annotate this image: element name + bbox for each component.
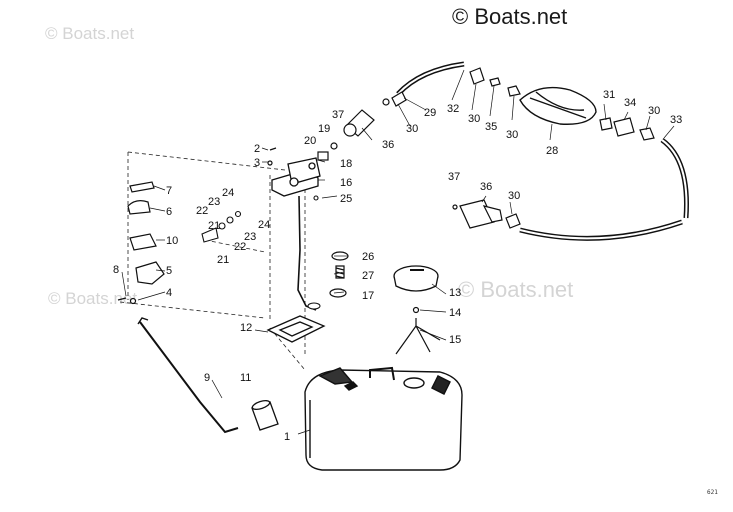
callout-32: 32 bbox=[447, 103, 459, 115]
filter-cylinder bbox=[251, 400, 279, 431]
callout-8: 8 bbox=[113, 264, 119, 276]
hose-fittings bbox=[343, 67, 655, 141]
vent-chain bbox=[395, 306, 441, 355]
callout-11: 11 bbox=[240, 372, 251, 384]
callout-2: 2 bbox=[254, 143, 260, 155]
primer-bulb bbox=[519, 86, 597, 125]
callout-labels: 1 2 3 4 5 6 7 8 9 10 11 12 13 14 15 16 1… bbox=[113, 89, 682, 443]
callout-19: 19 bbox=[318, 123, 330, 135]
callout-36a: 36 bbox=[382, 139, 394, 151]
callout-30c: 30 bbox=[506, 129, 518, 141]
watermark-mid-right: © Boats.net bbox=[458, 277, 574, 302]
callout-36b: 36 bbox=[480, 181, 492, 193]
callout-15: 15 bbox=[449, 334, 461, 346]
callout-24a: 24 bbox=[222, 187, 234, 199]
callout-17: 17 bbox=[362, 290, 374, 302]
callout-37a: 37 bbox=[332, 109, 344, 121]
callout-13: 13 bbox=[449, 287, 461, 299]
callout-26: 26 bbox=[362, 251, 374, 263]
callout-27: 27 bbox=[362, 270, 374, 282]
callout-4: 4 bbox=[166, 287, 172, 299]
dashed-guide-lines bbox=[119, 151, 306, 371]
watermark-top-left: © Boats.net bbox=[45, 24, 135, 43]
callout-24b: 24 bbox=[258, 219, 270, 231]
callout-28: 28 bbox=[546, 145, 558, 157]
fuel-hoses bbox=[396, 61, 689, 241]
callout-20: 20 bbox=[304, 135, 316, 147]
valve-pieces bbox=[201, 195, 319, 243]
watermark-top-right: © Boats.net bbox=[452, 4, 568, 29]
callout-30a: 30 bbox=[406, 123, 418, 135]
callout-12: 12 bbox=[240, 322, 252, 334]
callout-30e: 30 bbox=[508, 190, 520, 202]
callout-35: 35 bbox=[485, 121, 497, 133]
callout-10: 10 bbox=[166, 235, 178, 247]
callout-3: 3 bbox=[254, 157, 260, 169]
gauge-connector bbox=[317, 142, 338, 161]
filler-cap bbox=[393, 265, 439, 292]
callout-34: 34 bbox=[624, 97, 636, 109]
fuel-gauge bbox=[271, 157, 321, 197]
callout-23a: 23 bbox=[208, 196, 220, 208]
callout-25: 25 bbox=[340, 193, 352, 205]
callout-16: 16 bbox=[340, 177, 352, 189]
callout-18: 18 bbox=[340, 158, 352, 170]
cap-spring-parts bbox=[329, 251, 349, 298]
callout-30b: 30 bbox=[468, 113, 480, 125]
callout-7: 7 bbox=[166, 185, 172, 197]
callout-29: 29 bbox=[424, 107, 436, 119]
watermark-mid-left: © Boats.net bbox=[48, 289, 138, 308]
small-parts-left bbox=[117, 147, 277, 305]
callout-9: 9 bbox=[204, 372, 210, 384]
callout-22a: 22 bbox=[196, 205, 208, 217]
callout-37b: 37 bbox=[448, 171, 460, 183]
callout-33: 33 bbox=[670, 114, 682, 126]
gasket bbox=[266, 315, 326, 343]
callout-5: 5 bbox=[166, 265, 172, 277]
callout-31: 31 bbox=[603, 89, 615, 101]
callout-21b: 21 bbox=[217, 254, 229, 266]
callout-6: 6 bbox=[166, 206, 172, 218]
float-rod bbox=[297, 195, 317, 311]
pickup-tube bbox=[139, 321, 239, 434]
lower-connector bbox=[452, 199, 521, 229]
callout-14: 14 bbox=[449, 307, 461, 319]
leader-lines bbox=[121, 69, 675, 435]
callout-21a: 21 bbox=[208, 220, 220, 232]
callout-1: 1 bbox=[284, 431, 290, 443]
callout-30d: 30 bbox=[648, 105, 660, 117]
fuel-tank bbox=[304, 366, 463, 471]
callout-23b: 23 bbox=[244, 231, 256, 243]
callout-22b: 22 bbox=[234, 241, 246, 253]
diagram-code: 621 bbox=[707, 489, 718, 496]
